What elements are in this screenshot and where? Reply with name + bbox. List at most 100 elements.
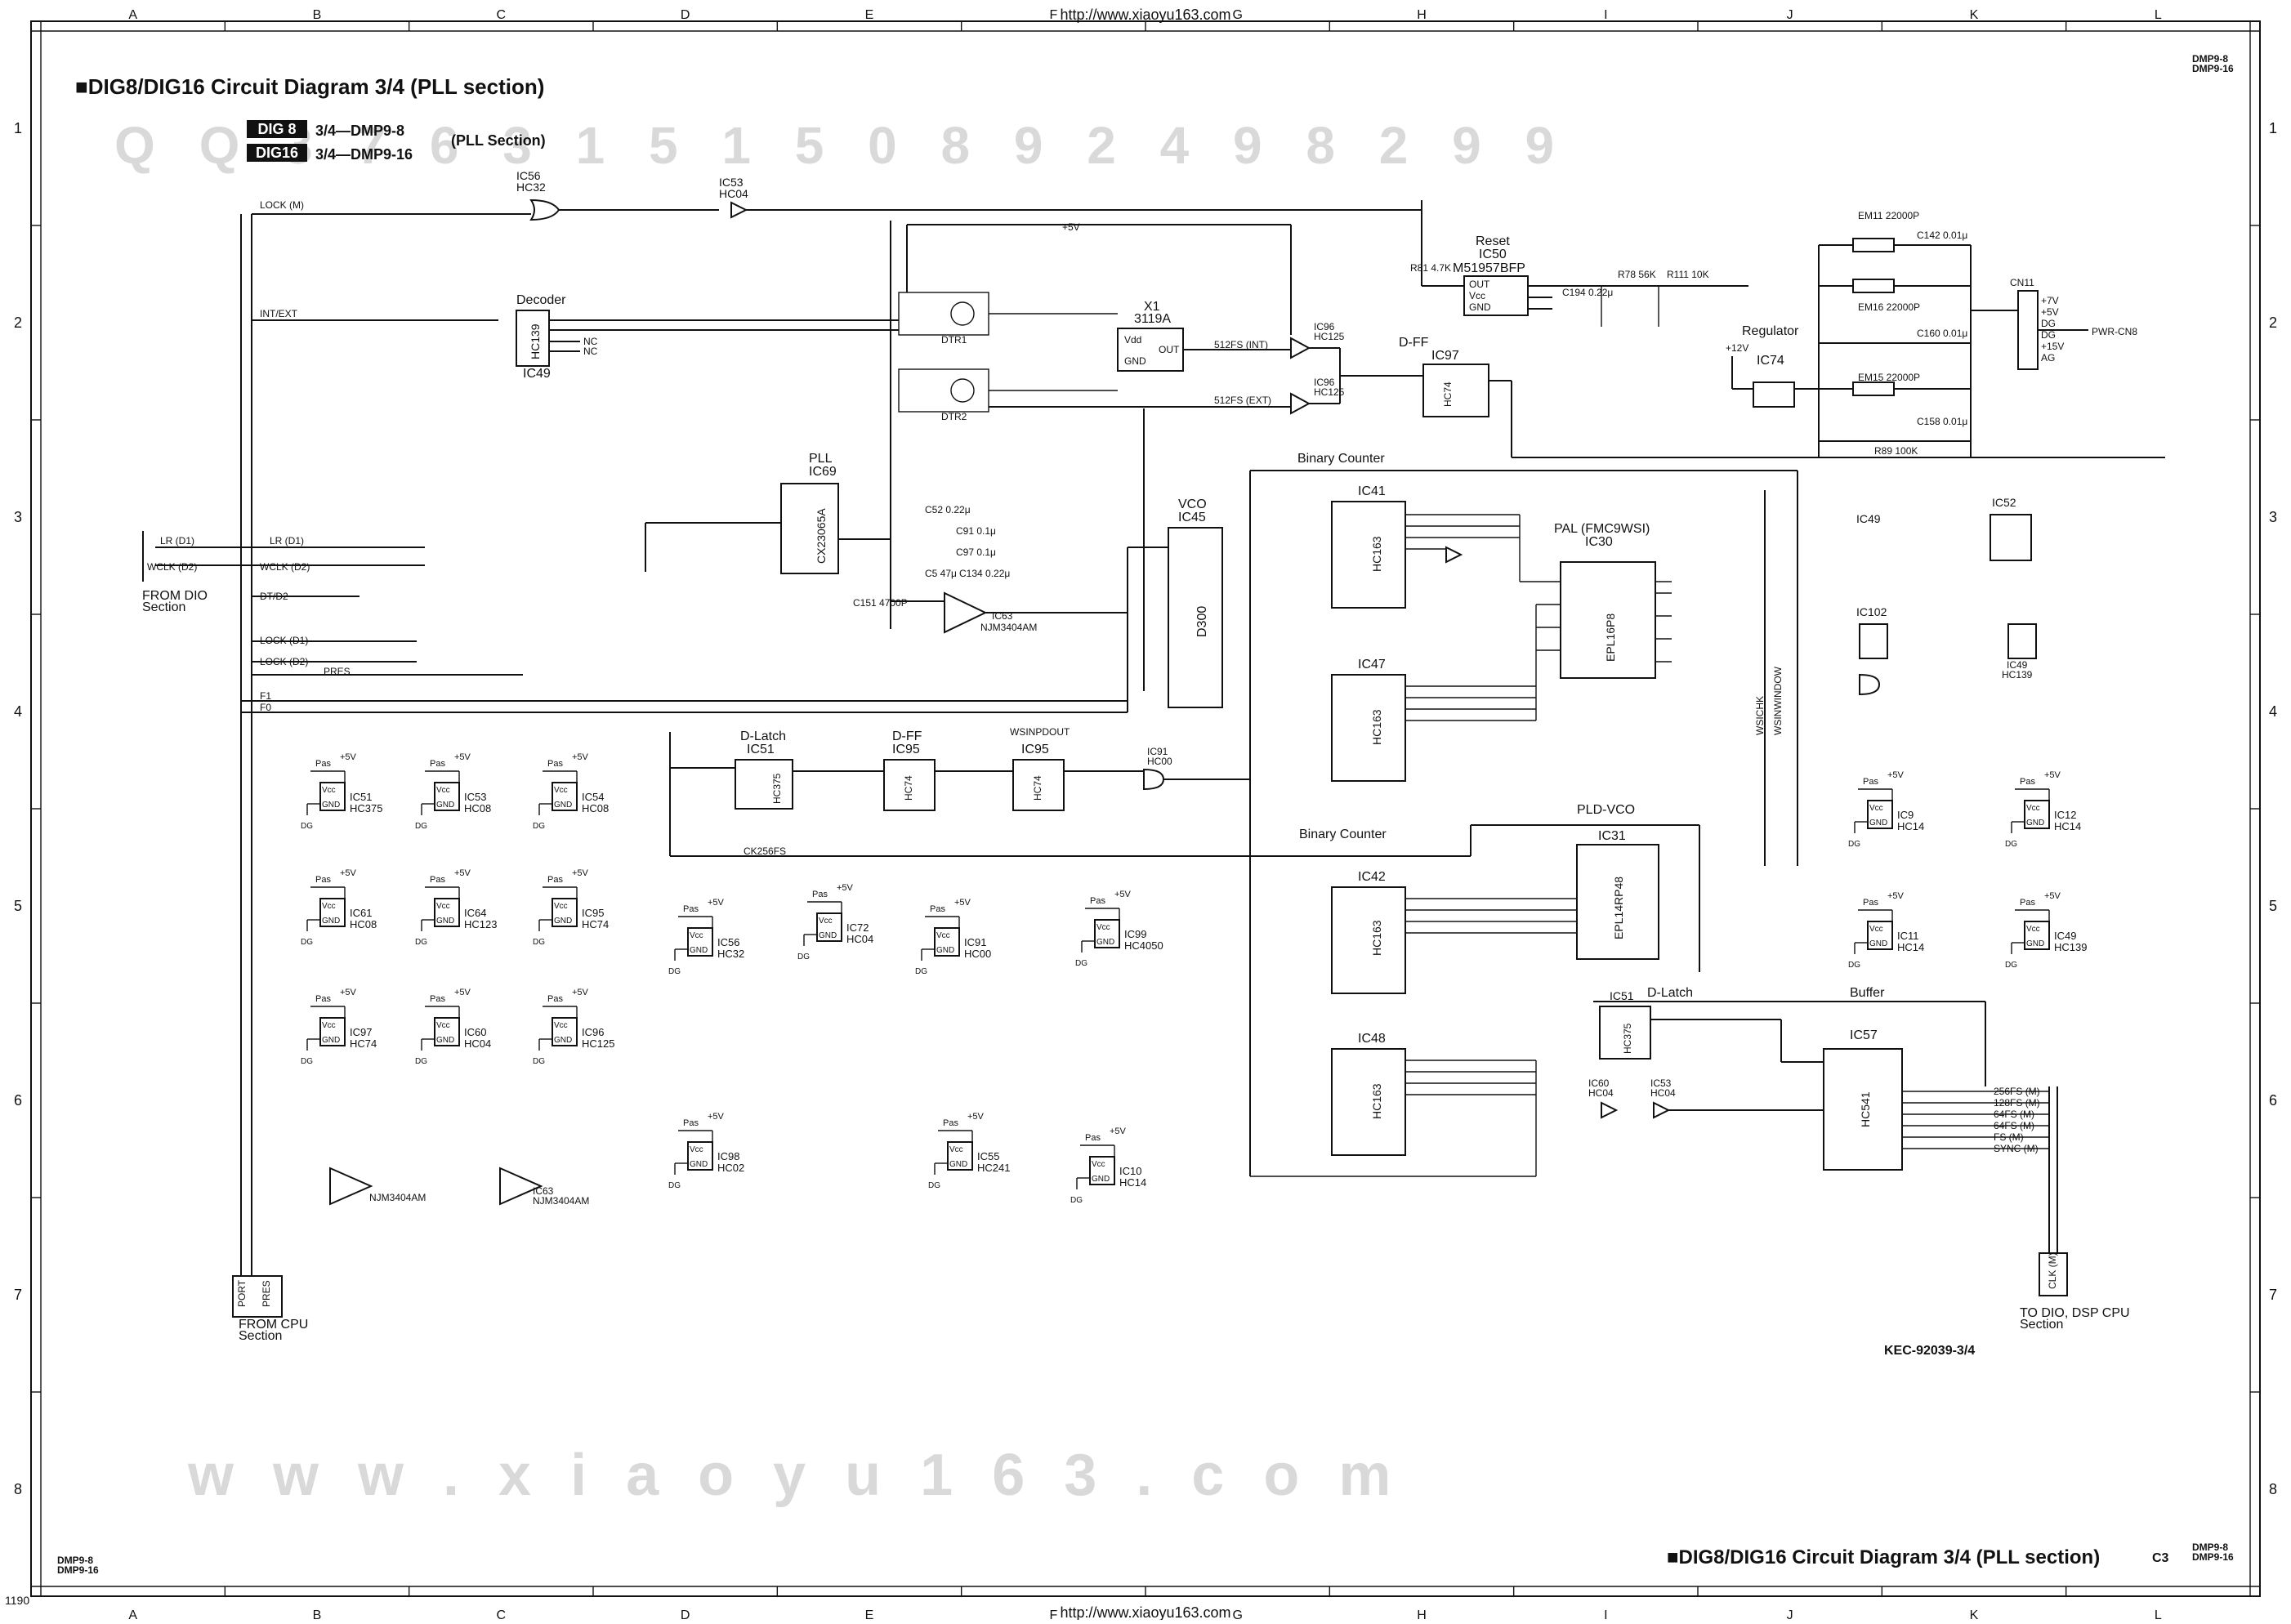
bc2-title: Binary Counter <box>1299 828 1387 841</box>
vplus-label-11: +5V <box>954 898 971 908</box>
decoupling-ic-18 <box>1867 921 1893 950</box>
sig-clk-m: CLK (M) <box>2047 1252 2058 1289</box>
pwr-ref-14: IC55 <box>977 1150 999 1162</box>
dg-label-1: DG <box>415 822 427 831</box>
decoupling-ic-16 <box>1867 800 1893 829</box>
pas-label-11: Pas <box>930 904 945 914</box>
pll-part: CX23065A <box>815 508 828 564</box>
ic96b-ref: IC96 <box>1314 377 1335 388</box>
vplus-label-16: +5V <box>1887 770 1905 780</box>
ic95b-part: HC74 <box>1032 775 1043 801</box>
ic47-part: HC163 <box>1370 709 1383 745</box>
gnd-label-11: GND <box>936 946 954 955</box>
dff-ref: IC97 <box>1431 349 1459 363</box>
gnd-label-5: GND <box>554 917 572 926</box>
col-label-K: K <box>1970 8 1979 22</box>
col-label-J: J <box>1787 8 1793 22</box>
pas-label-4: Pas <box>430 875 445 885</box>
c127: C5 47μ <box>925 568 957 579</box>
pal-part: EPL16P8 <box>1604 613 1617 662</box>
dg-label-5: DG <box>533 938 545 947</box>
reset-part: M51957BFP <box>1453 261 1525 275</box>
dg-label-10: DG <box>797 953 810 961</box>
sig-lr-left: LR (D1) <box>160 535 194 547</box>
xtal-ref: X1 <box>1144 300 1160 314</box>
pld-vco-part: EPL14RP48 <box>1612 877 1625 939</box>
em15: EM15 22000P <box>1858 372 1920 383</box>
vcc-label-17: Vcc <box>2026 804 2040 813</box>
badge-dig8-label: DIG 8 <box>257 121 296 137</box>
pas-label-15: Pas <box>1085 1133 1101 1143</box>
dlatch-right-ref: IC51 <box>1610 989 1634 1002</box>
col-label-F: F <box>1049 8 1057 22</box>
decoder-nc-1: NC <box>583 336 598 347</box>
gnd-label-4: GND <box>436 917 454 926</box>
gnd-label-0: GND <box>322 801 340 810</box>
pwr-ref-15: IC10 <box>1119 1165 1141 1177</box>
pwr-ref-0: IC51 <box>350 791 372 803</box>
c134: C91 0.1μ <box>956 525 996 537</box>
col-label-bottom-H: H <box>1417 1608 1427 1620</box>
vcc-label-10: Vcc <box>819 917 833 926</box>
col-label-I: I <box>1604 8 1607 22</box>
col-label-H: H <box>1417 8 1427 22</box>
decoupling-ic-10 <box>816 912 842 942</box>
pwr-part-7: HC04 <box>464 1037 491 1050</box>
vcc-label-1: Vcc <box>436 786 450 795</box>
pwr-ref-5: IC95 <box>582 907 604 919</box>
pwr-part-8: HC125 <box>582 1037 614 1050</box>
decoder-ref: IC49 <box>523 367 551 381</box>
vplus-label-6: +5V <box>340 988 357 997</box>
vplus-label-1: +5V <box>454 752 471 762</box>
dg-label-0: DG <box>301 822 313 831</box>
pwr-ref-16: IC9 <box>1897 809 1914 821</box>
pwr-part-6: HC74 <box>350 1037 377 1050</box>
c158: C158 0.01μ <box>1917 416 1967 427</box>
pwr-ref-3: IC61 <box>350 907 372 919</box>
pwr-ref-18: IC11 <box>1897 930 1919 942</box>
pwr-ref-12: IC99 <box>1124 928 1146 940</box>
pas-label-18: Pas <box>1863 898 1878 908</box>
dg-label-7: DG <box>415 1057 427 1066</box>
gnd-label-17: GND <box>2026 819 2044 828</box>
badge-dig16 <box>247 144 307 162</box>
crystal-x1 <box>1117 328 1184 372</box>
decoupling-ic-8 <box>552 1017 578 1046</box>
ic102-ref: IC102 <box>1856 605 1887 618</box>
pwr-ref-9: IC56 <box>717 936 739 948</box>
pas-label-6: Pas <box>315 994 331 1004</box>
pwr-part-3: HC08 <box>350 918 377 930</box>
vcc-label-12: Vcc <box>1096 923 1110 932</box>
sig-wsinwindow: WSINWINDOW <box>1772 666 1784 735</box>
pas-label-0: Pas <box>315 759 331 769</box>
vcc-label-19: Vcc <box>2026 925 2040 934</box>
decoupling-ic-17 <box>2024 800 2050 829</box>
r89: R89 100K <box>1874 445 1918 457</box>
cn11-ref: CN11 <box>2010 277 2034 288</box>
counter-ic41 <box>1331 501 1406 609</box>
decoupling-ic-14 <box>947 1141 973 1171</box>
sig-lock-d2: LOCK (D2) <box>260 656 308 667</box>
pld-vco-title: PLD-VCO <box>1577 803 1635 817</box>
ic49c-part: HC139 <box>2002 669 2033 680</box>
pas-label-2: Pas <box>547 759 563 769</box>
decoupling-ic-15 <box>1089 1156 1115 1185</box>
ic52-right <box>1990 514 2032 561</box>
gnd-label-3: GND <box>322 917 340 926</box>
sig-lock-m: LOCK (M) <box>260 199 304 211</box>
dg-label-19: DG <box>2005 961 2017 970</box>
pwr-part-18: HC14 <box>1897 941 1924 953</box>
sig-pwr-cn8: PWR-CN8 <box>2092 326 2137 337</box>
gnd-label-18: GND <box>1869 939 1887 948</box>
c151: C97 0.1μ <box>956 547 996 558</box>
legend-section: (PLL Section) <box>451 132 546 149</box>
ic41-ref: IC41 <box>1358 484 1386 498</box>
sig-f1: F1 <box>260 690 271 702</box>
ic52-ref: IC52 <box>1992 496 2016 509</box>
decoupling-ic-13 <box>687 1141 713 1171</box>
